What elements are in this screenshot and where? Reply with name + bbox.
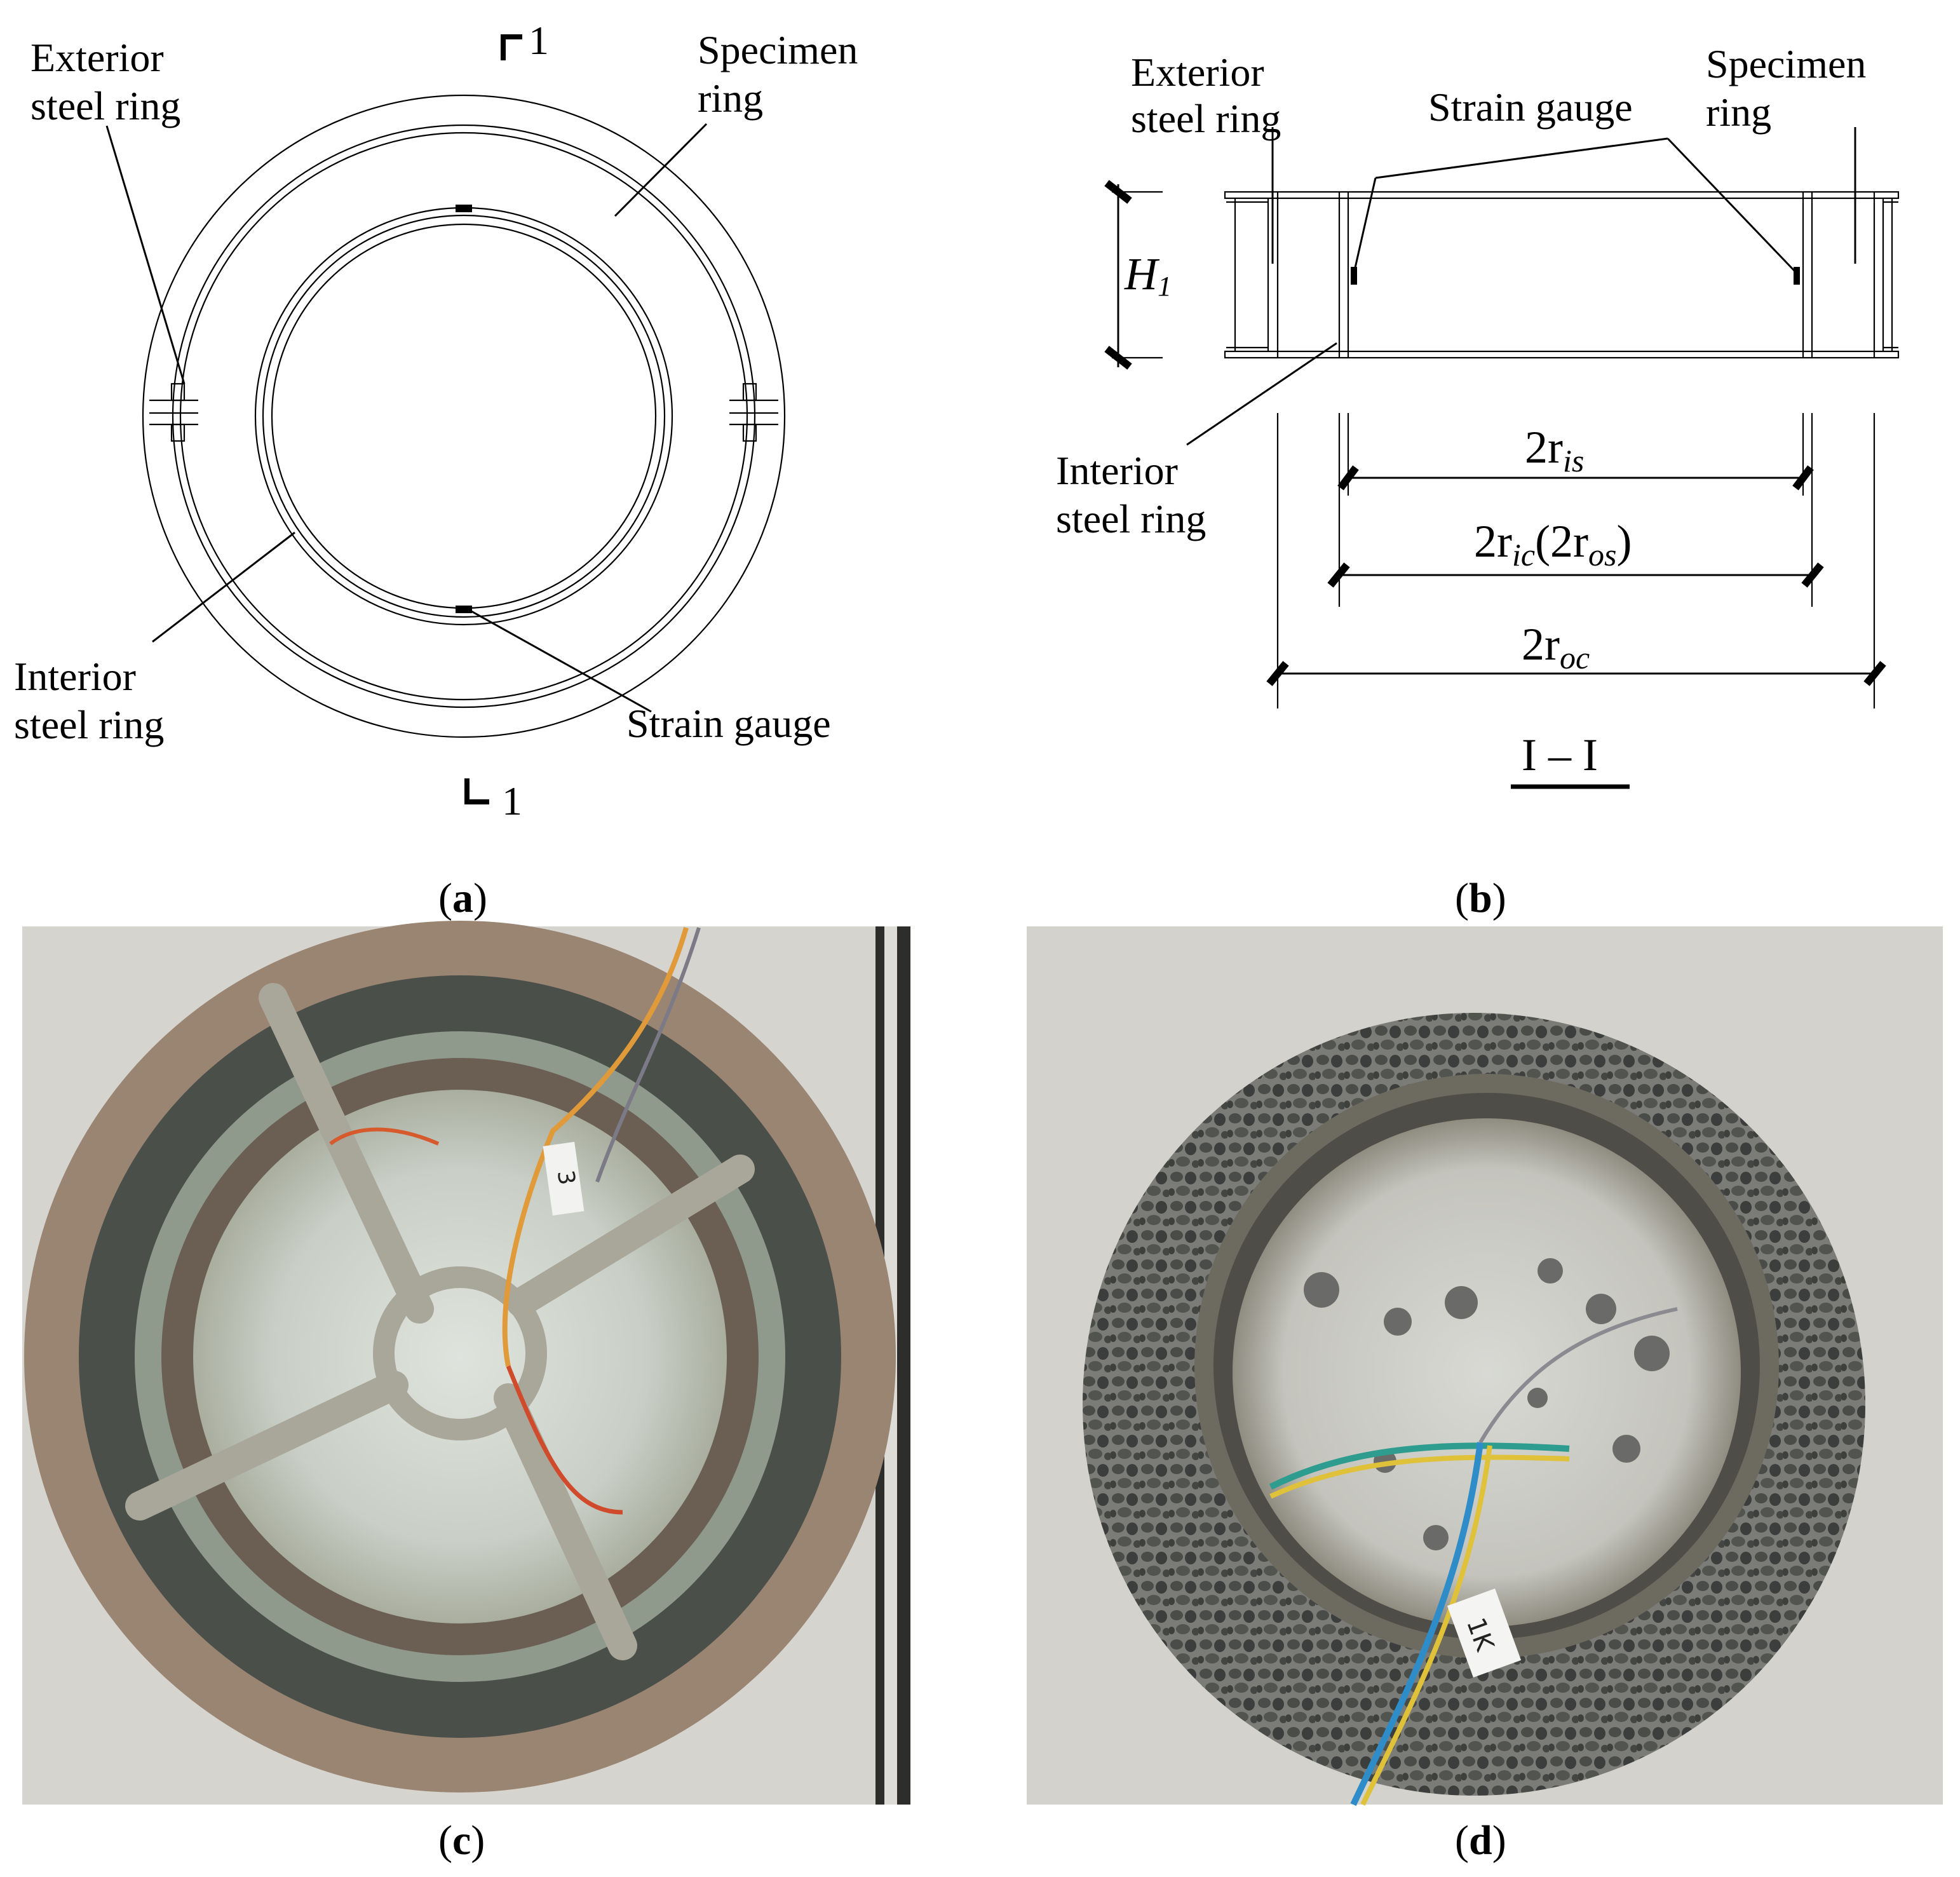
leader-b-interior-ring bbox=[1186, 342, 1337, 446]
leader-strain-gauge bbox=[471, 610, 652, 713]
central-hub-photo bbox=[373, 1266, 547, 1440]
leader-interior-ring bbox=[152, 531, 295, 643]
caption-a: (a) bbox=[438, 875, 487, 921]
label-b-specimen-line1: Specimen bbox=[1706, 41, 1866, 86]
label-b-exterior-line1: Exterior bbox=[1131, 50, 1264, 95]
dimension-2roc-label: 2roc bbox=[1522, 619, 1590, 675]
section-mark-bottom-icon bbox=[464, 778, 489, 804]
caption-c: (c) bbox=[438, 1817, 485, 1864]
caption-b: (b) bbox=[1455, 875, 1506, 921]
section-mark-bottom-label: 1 bbox=[502, 778, 522, 823]
section-mark-top-label: 1 bbox=[529, 18, 549, 63]
label-b-interior-line1: Interior bbox=[1056, 448, 1178, 493]
label-interior-line2: steel ring bbox=[14, 702, 164, 747]
exterior-steel-ring-outer-circle bbox=[172, 124, 756, 708]
specimen-ring-outer-circle bbox=[142, 94, 786, 738]
strain-gauge-right-mark bbox=[1794, 267, 1800, 285]
bottom-plate bbox=[1224, 350, 1900, 359]
top-plate bbox=[1224, 191, 1900, 200]
label-exterior-line2: steel ring bbox=[30, 83, 180, 128]
leader-b-gauge-right bbox=[1666, 137, 1798, 274]
tag-c-label: 3 bbox=[552, 1169, 580, 1186]
label-b-specimen-line2: ring bbox=[1706, 90, 1771, 135]
label-exterior-line1: Exterior bbox=[30, 35, 164, 80]
label-b-interior-line2: steel ring bbox=[1056, 496, 1206, 541]
label-b-exterior-line2: steel ring bbox=[1131, 96, 1281, 141]
strain-gauge-top-mark bbox=[456, 205, 472, 212]
left-bolt-joint bbox=[149, 383, 198, 442]
label-interior-line1: Interior bbox=[14, 654, 136, 699]
caption-d: (d) bbox=[1455, 1817, 1506, 1864]
leader-specimen-ring bbox=[614, 123, 708, 217]
label-specimen-line2: ring bbox=[698, 76, 763, 121]
label-b-strain-gauge: Strain gauge bbox=[1428, 85, 1633, 130]
interior-steel-ring-outer-circle bbox=[262, 214, 666, 618]
panel-d-photo: 1K bbox=[1027, 926, 1943, 1806]
section-title: I – I bbox=[1522, 729, 1598, 780]
right-bolt-joint bbox=[729, 383, 778, 442]
height-label: H1 bbox=[1124, 248, 1172, 302]
dimension-2ric-label: 2ric(2ros) bbox=[1474, 516, 1632, 573]
specimen-ring-inner-circle bbox=[254, 207, 673, 626]
panel-c-photo: 3 bbox=[22, 921, 910, 1805]
exterior-steel-ring-inner-circle bbox=[179, 132, 748, 701]
strain-gauge-left-mark bbox=[1351, 267, 1357, 285]
leader-b-gauge-left bbox=[1353, 177, 1377, 274]
label-specimen-line1: Specimen bbox=[698, 27, 858, 72]
panel-b-section-view: H1 2ris 2ric(2ros) 2roc I – I Ext bbox=[1056, 41, 1900, 789]
section-mark-top-icon bbox=[501, 34, 522, 60]
dimension-2ris-label: 2ris bbox=[1525, 422, 1584, 478]
panel-a-plan-view: 1 1 Exterior steel ring Specimen ring In… bbox=[14, 18, 858, 823]
leader-exterior-ring bbox=[105, 125, 186, 384]
interior-steel-ring-inner-circle bbox=[271, 223, 657, 609]
label-strain-gauge: Strain gauge bbox=[626, 701, 831, 746]
strain-gauge-bottom-mark bbox=[456, 606, 472, 613]
